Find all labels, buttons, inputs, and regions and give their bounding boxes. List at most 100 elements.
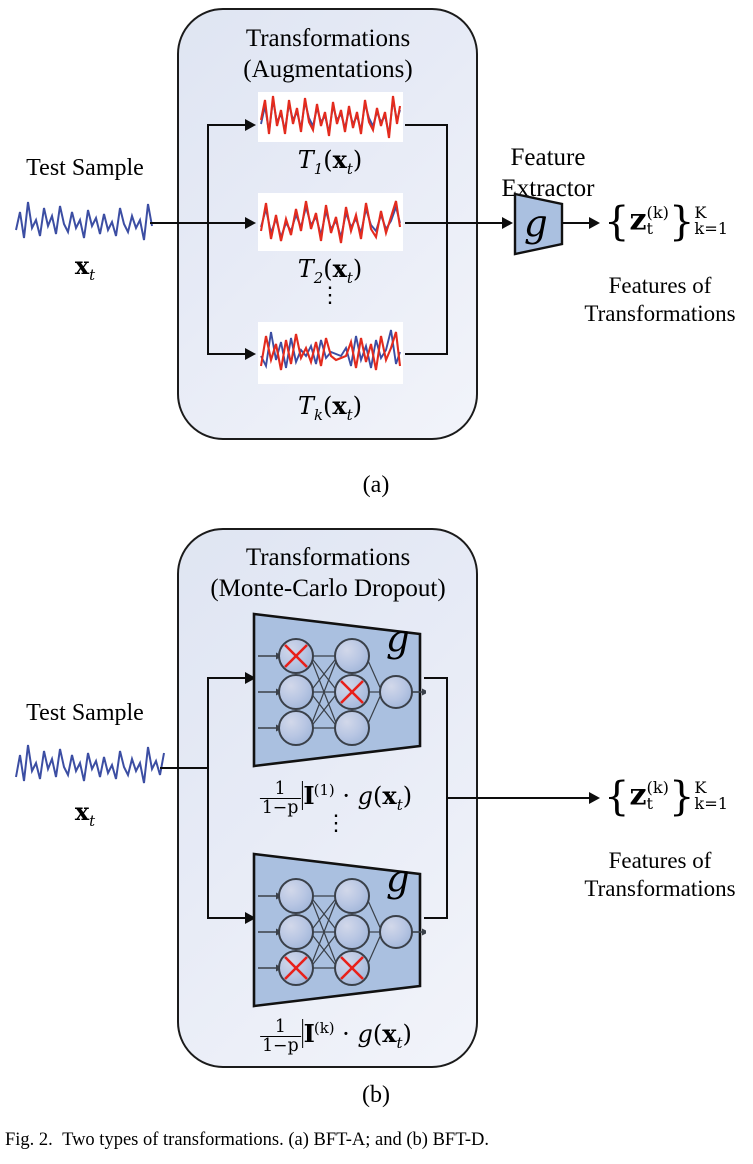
panel-a-mergek-line: [405, 353, 448, 356]
panel-a-subfigure-label: (a): [362, 472, 390, 498]
panel-a-branch2-label: T2(xt): [297, 254, 363, 287]
output-left-brace: {: [604, 199, 630, 245]
panel-a-input-signal: [14, 190, 156, 252]
branch2-arg-sub: t: [346, 268, 353, 287]
panel-b-output-caption: Features of Transformations: [584, 847, 735, 903]
output-b-z-indices: (k)t: [646, 777, 669, 814]
output-b-z-sup: (k): [646, 777, 669, 797]
branchk-arg-sub: t: [346, 405, 353, 424]
branchk-transform-sub: k: [313, 405, 323, 424]
panel-a-input-label: Test Sample: [26, 155, 144, 181]
output-brace-sup: K: [694, 202, 707, 222]
panel-a-ellipsis: ⋮: [319, 282, 341, 307]
figure-caption: Fig. 2. Two types of transformations. (a…: [5, 1130, 489, 1151]
formula2-dot: ·: [342, 1020, 350, 1049]
panel-a-title-line2: (Augmentations): [243, 55, 413, 83]
formula2-arg-sub: t: [396, 1033, 403, 1052]
formula1-sup: (1): [313, 781, 335, 800]
panel-a-title-line1: Transformations: [245, 25, 411, 52]
branch2-transform-sub: 2: [313, 268, 324, 287]
panel-b-network-2: [232, 848, 429, 1012]
panel-b-output-arrow: [589, 791, 600, 804]
formula1-arg-sub: t: [396, 795, 403, 814]
panel-b-output-line: [446, 797, 592, 800]
panel-b-branch1-line: [207, 677, 245, 680]
panel-a-branch2-arrow: [245, 216, 256, 229]
panel-b-input-symbol: xt: [75, 798, 95, 830]
panel-a-plot-k: [258, 322, 403, 384]
panel-a-branch1-arrow: [245, 118, 256, 131]
output-brace-sub: k=1: [694, 219, 729, 239]
panel-b-merge1-line: [424, 677, 448, 680]
branch1-transform-sub: 1: [313, 159, 324, 178]
panel-a-branchk-label: Tk(xt): [297, 391, 363, 424]
panel-b-mergek-line: [424, 917, 448, 920]
panel-b-input-line: [160, 767, 208, 770]
panel-b-input-label: Test Sample: [26, 700, 144, 726]
formula1-den: 1−p: [259, 798, 301, 819]
output-caption-line2: Transformations: [584, 301, 736, 327]
output-b-z-sub: t: [646, 794, 654, 814]
panel-b-title-line1: Transformations: [245, 544, 411, 571]
extractor-symbol: g: [524, 202, 548, 245]
formula2-arg-x: x: [382, 1019, 397, 1049]
caption-text: Two types of transformations. (a) BFT-A;…: [62, 1130, 489, 1150]
formula1-num: 1: [274, 779, 286, 799]
panel-a-branch2-line: [207, 222, 245, 225]
branch1-arg-sub: t: [346, 159, 353, 178]
panel-a-extractor-out-line: [562, 222, 592, 225]
input-symbol-x: x: [74, 251, 90, 280]
output-z-sup: (k): [646, 202, 669, 222]
output-b-right-brace: }: [668, 774, 695, 820]
formula1-arg-x: x: [382, 781, 397, 811]
panel-a-branchk-line: [207, 353, 245, 356]
panel-a-extractor-out-arrow: [589, 216, 600, 229]
panel-b-subfigure-label: (b): [362, 1082, 390, 1108]
panel-a-fanout-bus: [207, 124, 210, 354]
panel-b-title-line2: (Monte-Carlo Dropout): [210, 574, 446, 602]
input-symbol-sub: t: [89, 265, 96, 284]
panel-b-branchk-arrow: [245, 911, 256, 924]
panel-b-ellipsis: ⋮: [325, 810, 347, 835]
input-b-symbol-x: x: [74, 797, 90, 826]
panel-b-branch1-arrow: [245, 671, 256, 684]
branchk-arg-x: x: [332, 391, 347, 420]
input-b-symbol-sub: t: [89, 811, 96, 830]
output-right-brace: }: [668, 199, 695, 245]
panel-b-title: Transformations (Monte-Carlo Dropout): [210, 543, 445, 604]
panel-a-merge-bus: [446, 124, 449, 355]
input-waveform-svg: [15, 201, 153, 241]
panel-a-merge1-line: [405, 124, 448, 127]
panel-a-output-caption: Features of Transformations: [584, 272, 735, 328]
formula1-g: g: [357, 782, 374, 811]
panel-a-plot-1: [258, 92, 403, 142]
output-b-brace-sub: k=1: [694, 794, 729, 814]
panel-a-branch1-label: T1(xt): [297, 145, 363, 178]
formula2-g: g: [357, 1020, 373, 1049]
output-z-symbol: z: [629, 202, 647, 238]
panel-a-plot-2: [258, 193, 403, 251]
output-b-left-brace: {: [604, 774, 630, 820]
panel-a-merge2-line: [405, 222, 448, 225]
extractor-label-line1: Feature: [510, 144, 586, 171]
panel-a-title: Transformations (Augmentations): [243, 24, 412, 85]
panel-b-input-signal: [14, 735, 166, 797]
panel-b-branchk-line: [207, 917, 245, 920]
formula1-indicator: I: [301, 781, 315, 811]
caption-prefix: Fig. 2.: [5, 1130, 53, 1150]
formula2-sup: (k): [313, 1019, 335, 1038]
panel-a-to-extractor-arrow: [502, 216, 513, 229]
output-caption-line1: Features of: [608, 273, 712, 298]
output-b-caption-line1: Features of: [608, 848, 712, 873]
formula1-dot: ·: [342, 782, 351, 811]
output-b-z-symbol: z: [629, 777, 647, 813]
